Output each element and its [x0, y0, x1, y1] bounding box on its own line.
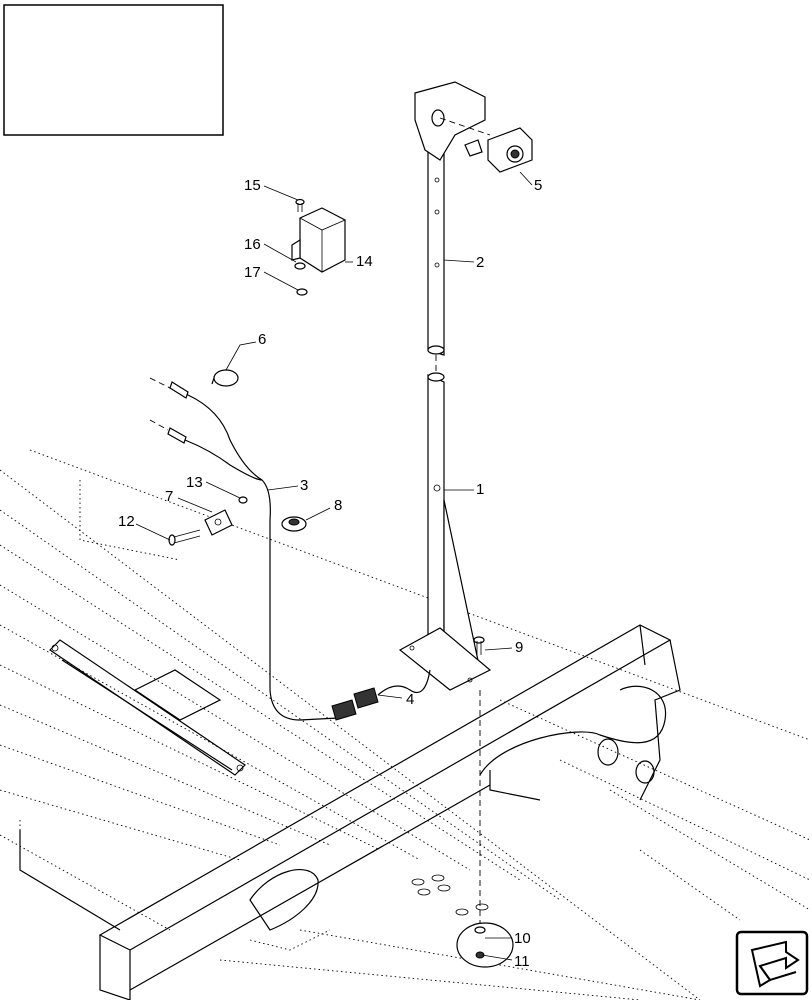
callout-15: 15 [244, 177, 261, 194]
washer-13 [238, 496, 248, 504]
nut-17 [296, 288, 308, 296]
callout-2: 2 [476, 254, 484, 271]
callout-16: 16 [244, 236, 261, 253]
return-arrow-icon[interactable] [735, 930, 809, 996]
callout-13: 13 [186, 474, 203, 491]
lower-post [398, 372, 492, 691]
callout-17: 17 [244, 264, 261, 281]
callout-12: 12 [118, 513, 135, 530]
cable-tie [211, 369, 239, 387]
camera [464, 127, 533, 173]
callout-1: 1 [476, 481, 484, 498]
callout-10: 10 [514, 930, 531, 947]
bolt-12 [168, 529, 201, 546]
callout-4: 4 [406, 691, 414, 708]
title-box [3, 4, 224, 136]
washer-10 [456, 922, 514, 968]
chassis-deck [0, 449, 811, 1000]
leader-lines [135, 171, 533, 961]
harness-cable [149, 377, 431, 721]
callout-7: 7 [165, 488, 173, 505]
alignment-line [439, 117, 491, 136]
callout-11: 11 [514, 953, 530, 970]
callout-6: 6 [258, 331, 266, 348]
grommet [281, 516, 307, 532]
deck-holes [411, 874, 489, 916]
bolt-15 [295, 198, 305, 212]
callout-8: 8 [334, 497, 342, 514]
mounting-plate [204, 509, 233, 536]
callout-3: 3 [300, 477, 308, 494]
upper-post [414, 81, 486, 356]
callout-14: 14 [356, 253, 373, 270]
callout-5: 5 [534, 177, 542, 194]
bolt-9 [473, 636, 485, 655]
callout-9: 9 [515, 639, 523, 656]
slotted-bracket [19, 639, 246, 870]
shield-bracket [291, 207, 346, 273]
washer-16 [294, 262, 306, 270]
frame-beam [19, 624, 681, 1000]
